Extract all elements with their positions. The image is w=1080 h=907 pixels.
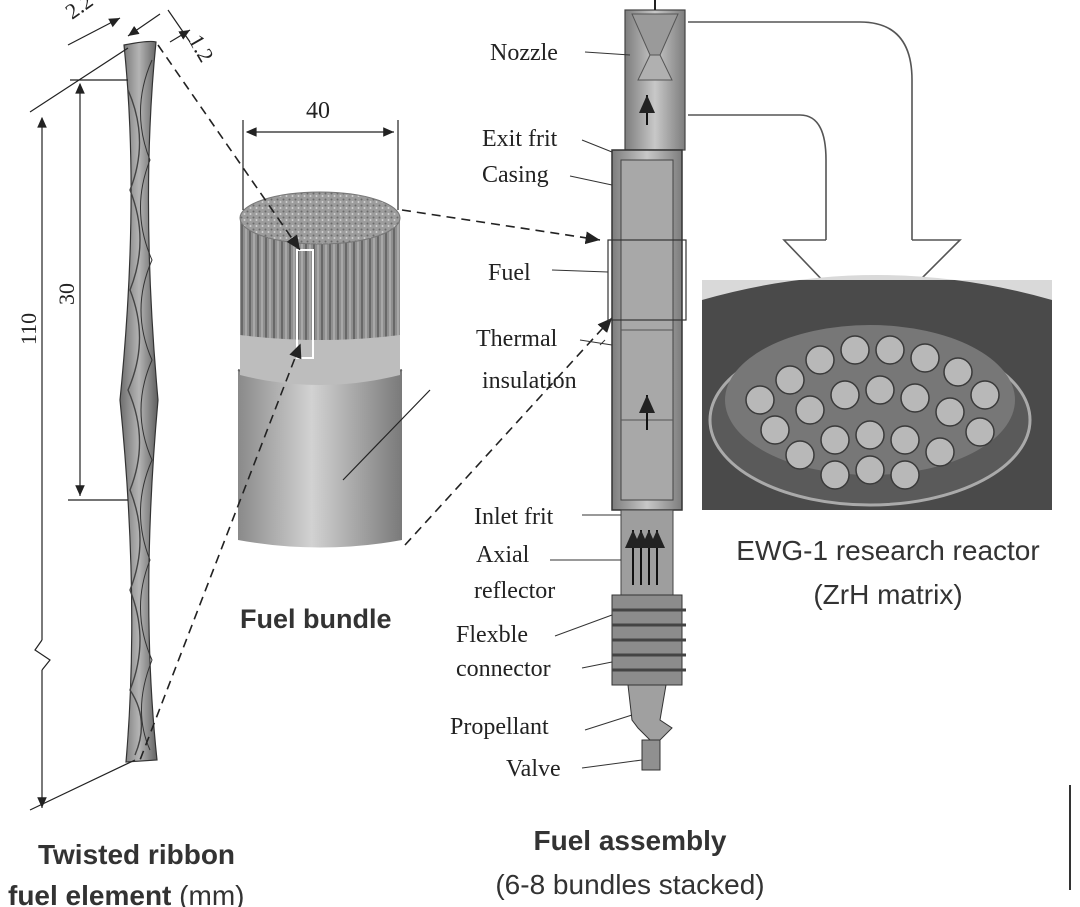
label-reflector: reflector: [474, 578, 555, 604]
caption-assembly-line1: Fuel assembly: [534, 825, 727, 856]
reactor-core-illustration: [702, 275, 1052, 510]
ribbon-dimension-lines: [29, 9, 191, 811]
label-axial: Axial: [476, 542, 530, 568]
label-nozzle: Nozzle: [490, 40, 558, 66]
ribbon-thickness-dimension: 1.2: [184, 30, 219, 66]
caption-reactor-line2: (ZrH matrix): [813, 579, 962, 610]
ribbon-pitch-dimension: 30: [54, 283, 79, 305]
caption-ribbon-line2: fuel element (mm): [8, 880, 244, 907]
ribbon-width-dimension: 2.2: [61, 0, 98, 24]
caption-ribbon-unit: (mm): [171, 880, 244, 907]
caption-assembly-line2: (6-8 bundles stacked): [495, 869, 764, 900]
caption-ribbon-line1: Twisted ribbon: [38, 839, 235, 870]
label-propellant: Propellant: [450, 714, 549, 740]
label-insulation: insulation: [482, 368, 577, 394]
fuel-bundle-illustration: [237, 191, 403, 548]
label-casing: Casing: [482, 162, 549, 188]
ribbon-length-dimension: 110: [16, 313, 41, 345]
label-connector: connector: [456, 656, 551, 682]
label-exit-frit: Exit frit: [482, 126, 558, 152]
bundle-diameter-dimension: 40: [306, 98, 330, 124]
label-flexble: Flexble: [456, 622, 528, 648]
label-thermal: Thermal: [476, 326, 558, 352]
label-valve: Valve: [506, 756, 561, 782]
fuel-assembly-illustration: [607, 0, 687, 771]
label-fuel: Fuel: [488, 260, 531, 286]
caption-fuel-bundle: Fuel bundle: [240, 604, 392, 634]
dashed-leader-lines: [139, 44, 613, 761]
caption-reactor-line1: EWG-1 research reactor: [736, 535, 1039, 566]
assembly-label-leaders: [550, 51, 643, 769]
label-inlet-frit: Inlet frit: [474, 504, 554, 530]
twisted-ribbon-illustration: [119, 40, 159, 763]
bundle-dimension-lines: [242, 120, 431, 481]
caption-ribbon-bold: fuel element: [8, 880, 171, 907]
